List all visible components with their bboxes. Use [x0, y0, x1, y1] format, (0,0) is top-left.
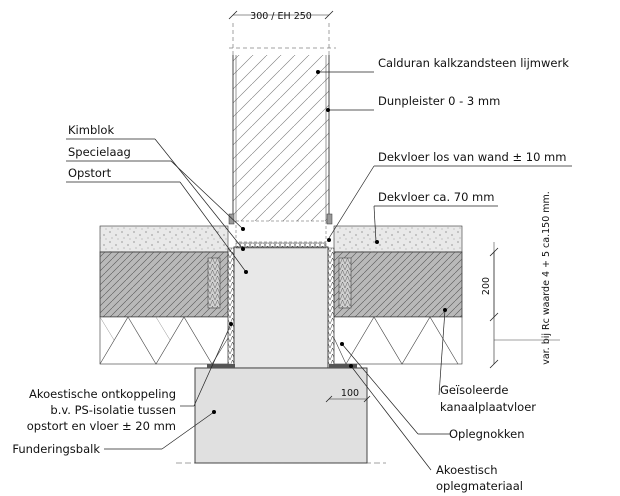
insulation-dimension: var. bij Rc waarde 4 + 5 ca.150 mm.: [489, 191, 560, 369]
opstort-upstand: [227, 242, 335, 369]
label-akoestische-1: Akoestische ontkoppeling: [29, 387, 176, 401]
wall-width-label: 300 / EH 250: [250, 11, 312, 22]
wall-width-dimension: 300 / EH 250: [228, 10, 334, 22]
insulation-note: var. bij Rc waarde 4 + 5 ca.150 mm.: [541, 191, 552, 365]
floor-height-dimension: 200: [481, 247, 499, 322]
svg-text:var. bij Rc waarde 4 + 5 ca.15: var. bij Rc waarde 4 + 5 ca.150 mm.: [541, 191, 552, 365]
label-geisoleerde-1: Geïsoleerde: [440, 383, 508, 397]
label-akoestisch-1: Akoestisch: [436, 463, 498, 477]
label-specielaag: Specielaag: [68, 145, 131, 159]
right-floor-system: [333, 225, 463, 365]
label-akoestisch-2: oplegmateriaal: [436, 479, 523, 493]
label-dekvloer-los: Dekvloer los van wand ± 10 mm: [378, 150, 566, 164]
foundation-offset-dimension: 100: [325, 388, 371, 403]
label-kimblok: Kimblok: [68, 123, 114, 137]
label-dunpleister: Dunpleister 0 - 3 mm: [378, 94, 500, 108]
foundation-beam: [176, 364, 386, 464]
annotation-labels: Calduran kalkzandsteen lijmwerk Dunpleis…: [12, 56, 569, 493]
label-calduran: Calduran kalkzandsteen lijmwerk: [378, 56, 569, 70]
calcium-silicate-wall: [229, 22, 336, 223]
kimblok-zone: [228, 213, 333, 243]
foundation-offset-label: 100: [341, 388, 359, 399]
label-akoestische-3: opstort en vloer ± 20 mm: [27, 419, 176, 433]
label-geisoleerde-2: kanaalplaatvloer: [440, 400, 536, 414]
label-funderingsbalk: Funderingsbalk: [12, 442, 100, 456]
leader-lines: [66, 70, 572, 471]
label-akoestische-2: b.v. PS-isolatie tussen: [50, 403, 176, 417]
label-dekvloer: Dekvloer ca. 70 mm: [378, 190, 494, 204]
label-opstort: Opstort: [68, 166, 112, 180]
left-floor-system: [99, 225, 229, 365]
label-oplegnokken: Oplegnokken: [449, 427, 525, 441]
floor-height-label: 200: [481, 277, 492, 295]
